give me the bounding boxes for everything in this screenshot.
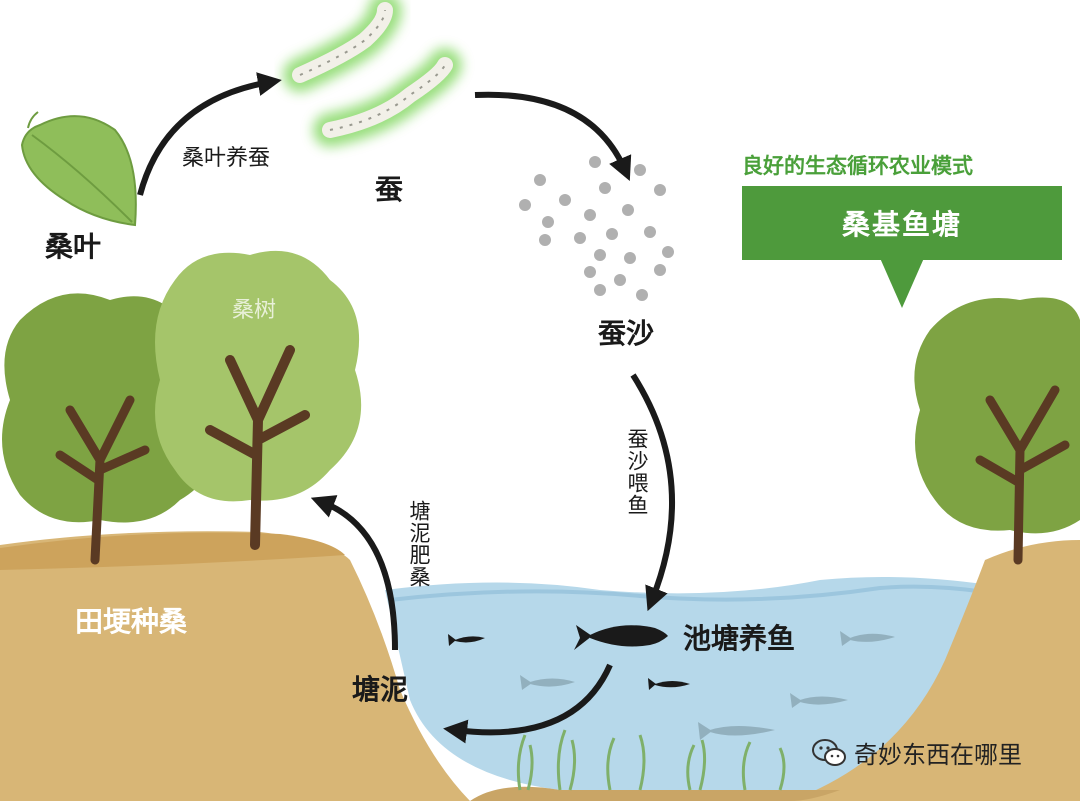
fish-icon — [448, 634, 690, 690]
watermark-text: 奇妙东西在哪里 — [854, 741, 1022, 769]
arrow-silkworm-to-droppings — [474, 91, 632, 181]
water-plants — [516, 729, 786, 791]
mulberry-tree-center — [155, 250, 362, 550]
label-silkworm-droppings: 蚕沙 — [598, 317, 655, 350]
label-arrow-mud-to-mulberry: 塘泥肥桑 — [407, 500, 431, 588]
label-pond-mud: 塘泥 — [352, 673, 409, 706]
silkworm-droppings-icon — [519, 156, 674, 301]
mulberry-leaf-icon — [20, 111, 137, 227]
label-pond-fish: 池塘养鱼 — [683, 622, 796, 655]
mode-banner-pointer — [880, 258, 924, 308]
mulberry-tree-right — [914, 297, 1080, 565]
arrow-droppings-to-fish — [630, 373, 675, 612]
pond-water-surface — [389, 584, 986, 602]
left-bank-soil — [0, 531, 470, 801]
pond-bottom — [470, 786, 840, 801]
wechat-icon — [812, 738, 846, 766]
mode-name-banner: 桑基鱼塘 — [742, 186, 1062, 260]
fish-main-icon — [574, 625, 668, 650]
right-bank-soil — [790, 540, 1080, 801]
arrow-leaf-to-silkworm — [137, 72, 282, 196]
label-silkworm: 蚕 — [375, 173, 404, 206]
arrow-mud-to-mulberry — [310, 495, 398, 651]
arrow-fish-to-mud — [443, 663, 613, 744]
label-mulberry-leaf: 桑叶 — [45, 230, 102, 263]
label-arrow-leaf-to-silkworm: 桑叶养蚕 — [182, 146, 271, 171]
fish-faded-icon — [520, 631, 895, 740]
label-field-mulberry: 田埂种桑 — [75, 605, 188, 638]
mode-title: 良好的生态循环农业模式 — [742, 154, 973, 178]
label-arrow-droppings-to-fish: 蚕沙喂鱼 — [625, 428, 649, 516]
watermark: 奇妙东西在哪里 — [812, 735, 1022, 770]
label-mulberry-tree: 桑树 — [232, 298, 277, 323]
silkworm-icon — [283, 0, 462, 147]
